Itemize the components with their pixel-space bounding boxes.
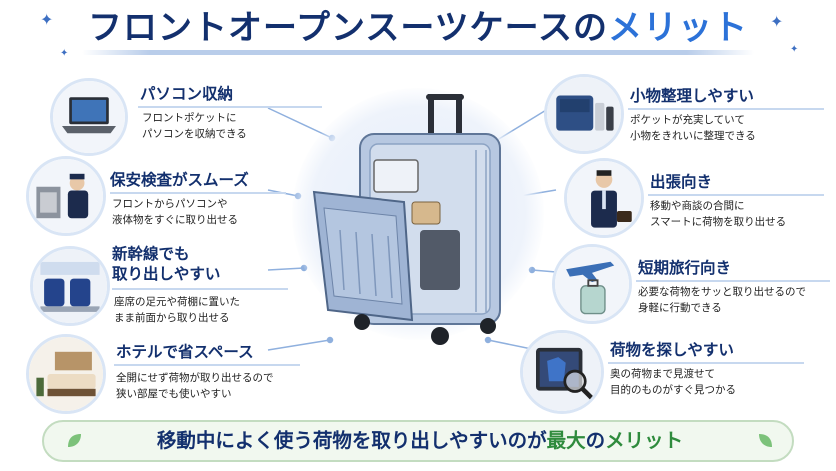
feature-organize: 小物整理しやすい ポケットが充実していて 小物をきれいに整理できる — [544, 74, 830, 154]
feature-divider — [138, 106, 322, 108]
feature-security: 保安検査がスムーズ フロントからパソコンや 液体物をすぐに取り出せる — [26, 156, 286, 238]
summary-text: 移動中によく使う荷物を取り出しやすいのが最大のメリット — [44, 422, 796, 460]
title-accent: メリット — [607, 8, 748, 48]
summary-banner: 移動中によく使う荷物を取り出しやすいのが最大のメリット — [42, 420, 794, 462]
laptop-icon — [50, 78, 128, 156]
summary-main: 移動中によく使う荷物を取り出しやすいのが — [156, 429, 547, 452]
feature-title: 荷物を探しやすい — [610, 341, 734, 359]
feature-description: 座席の足元や荷棚に置いた まま前面から取り出せる — [114, 296, 240, 324]
feature-title: 短期旅行向き — [638, 259, 732, 277]
feature-description: ポケットが充実していて 小物をきれいに整理できる — [630, 114, 756, 142]
summary-particle: の — [585, 429, 606, 452]
feature-title: ホテルで省スペース — [116, 343, 254, 361]
feature-divider — [608, 362, 804, 364]
feature-find: 荷物を探しやすい 奥の荷物まで見渡せて 目的のものがすぐ見つかる — [520, 330, 820, 416]
feature-description: 移動や商談の合間に スマートに荷物を取り出せる — [650, 200, 787, 228]
feature-description: 全開にせず荷物が取り出せるので 狭い部屋でも使いやすい — [116, 372, 274, 400]
hotel-room-icon — [26, 334, 106, 414]
businessman-icon — [564, 158, 644, 238]
feature-divider — [648, 194, 824, 196]
feature-divider — [112, 288, 288, 290]
feature-business: 出張向き 移動や商談の合間に スマートに荷物を取り出せる — [564, 158, 830, 240]
sparkle-icon: ✦ — [60, 48, 69, 59]
magnifier-icon — [520, 330, 604, 414]
title-underline — [82, 50, 754, 55]
feature-divider — [636, 280, 830, 282]
feature-description: フロントからパソコンや 液体物をすぐに取り出せる — [112, 198, 238, 226]
train-seat-icon — [30, 246, 110, 326]
feature-title: 出張向き — [650, 173, 713, 191]
title-main: フロントオープンスーツケースの — [88, 8, 608, 48]
feature-title: 保安検査がスムーズ — [110, 171, 249, 189]
sparkle-icon: ✦ — [770, 12, 784, 31]
front-open-suitcase-illustration — [312, 94, 501, 345]
feature-title: パソコン収納 — [140, 85, 234, 103]
airplane-suitcase-icon — [552, 244, 632, 324]
sparkle-icon: ✦ — [40, 10, 54, 29]
feature-divider — [114, 364, 300, 366]
feature-divider — [110, 192, 286, 194]
feature-laptop: パソコン収納 フロントポケットに パソコンを収納できる — [50, 78, 322, 156]
summary-highlight: 最大 — [546, 429, 586, 452]
leaf-icon — [68, 434, 81, 447]
feature-description: 必要な荷物をサッと取り出せるので 身軽に行動できる — [638, 286, 806, 314]
sparkle-icon: ✦ — [790, 44, 799, 55]
feature-title: 新幹線でも 取り出しやすい — [112, 245, 221, 283]
page-title: フロントオープンスーツケースのメリット — [0, 6, 836, 50]
feature-shinkansen: 新幹線でも 取り出しやすい 座席の足元や荷棚に置いた まま前面から取り出せる — [30, 240, 288, 336]
feature-hotel: ホテルで省スペース 全開にせず荷物が取り出せるので 狭い部屋でも使いやすい — [26, 334, 316, 418]
feature-title: 小物整理しやすい — [630, 87, 754, 105]
organizer-pouch-icon — [544, 74, 624, 154]
feature-short-trip: 短期旅行向き 必要な荷物をサッと取り出せるので 身軽に行動できる — [552, 244, 832, 326]
title-row: フロントオープンスーツケースのメリット — [0, 6, 836, 56]
security-officer-icon — [26, 156, 106, 236]
leaf-icon — [759, 434, 772, 447]
feature-description: フロントポケットに パソコンを収納できる — [142, 112, 247, 140]
feature-divider — [628, 108, 824, 110]
summary-highlight: メリット — [605, 429, 684, 452]
feature-description: 奥の荷物まで見渡せて 目的のものがすぐ見つかる — [610, 368, 736, 396]
